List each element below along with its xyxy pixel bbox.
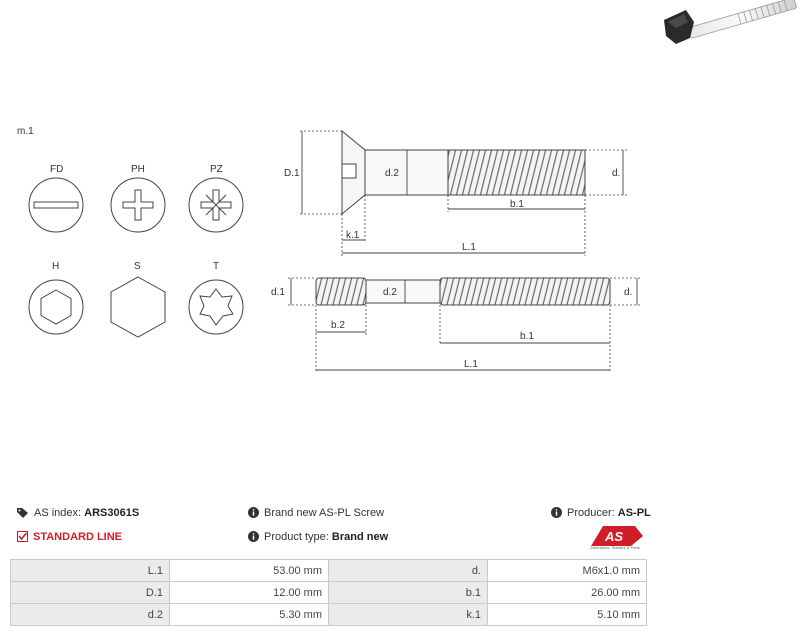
dim-L1-stud: L.1 <box>464 359 478 370</box>
ph-label: PH <box>131 164 145 175</box>
dim-b1: b.1 <box>510 199 524 210</box>
dim-d: d. <box>612 168 620 179</box>
m-label: m.1 <box>17 126 34 137</box>
spec-label: d.2 <box>10 603 170 626</box>
fd-label: FD <box>50 164 63 175</box>
t-label: T <box>213 261 219 272</box>
producer-value: AS-PL <box>617 507 651 519</box>
spec-value: 26.00 mm <box>487 581 647 604</box>
standard-line-label: STANDARD LINE <box>33 531 123 543</box>
countersunk-dimensions <box>300 130 628 256</box>
product-type-value: Brand new <box>331 531 389 543</box>
info-icon <box>248 507 259 518</box>
hex-head-icon <box>110 276 166 338</box>
technical-drawing: m.1 FD PH PZ H S T <box>17 0 797 373</box>
dim-L1: L.1 <box>462 242 476 253</box>
s-label: S <box>134 261 141 272</box>
countersunk-screw-drawing <box>341 129 586 216</box>
table-row: D.1 12.00 mm b.1 26.00 mm <box>10 581 647 604</box>
tag-icon <box>17 508 28 518</box>
producer: Producer: AS-PL <box>551 506 651 520</box>
pz-label: PZ <box>210 164 223 175</box>
dim-b1-stud: b.1 <box>520 331 534 342</box>
spec-label: L.1 <box>10 559 170 582</box>
pz-head-icon <box>188 177 244 233</box>
table-row: d.2 5.30 mm k.1 5.10 mm <box>10 603 647 626</box>
spec-value: 5.10 mm <box>487 603 647 626</box>
spec-label: b.1 <box>328 581 488 604</box>
spec-label: k.1 <box>328 603 488 626</box>
description-text: Brand new AS-PL Screw <box>264 507 385 519</box>
table-row: L.1 53.00 mm d. M6x1.0 mm <box>10 559 647 582</box>
dim-k1: k.1 <box>346 230 360 241</box>
ph-head-icon <box>110 177 166 233</box>
spec-value: 12.00 mm <box>169 581 329 604</box>
spec-label: d. <box>328 559 488 582</box>
dim-b2: b.2 <box>331 320 345 331</box>
as-index: AS index: ARS3061S <box>17 506 139 520</box>
dim-d2-stud: d.2 <box>383 287 397 298</box>
producer-label: Producer: <box>567 507 615 519</box>
stud-screw-drawing <box>315 277 611 306</box>
dim-d1: d.1 <box>271 287 285 298</box>
spec-value: 5.30 mm <box>169 603 329 626</box>
standard-line: STANDARD LINE <box>17 530 122 544</box>
spec-label: D.1 <box>10 581 170 604</box>
info-icon <box>551 507 562 518</box>
spec-value: 53.00 mm <box>169 559 329 582</box>
as-index-value: ARS3061S <box>84 507 140 519</box>
hex-socket-head-icon <box>28 279 84 335</box>
checkbox-icon <box>17 531 28 542</box>
specs-table: L.1 53.00 mm d. M6x1.0 mm D.1 12.00 mm b… <box>10 559 647 626</box>
logo-tagline: Alternators, Starters & Parts <box>590 545 640 550</box>
logo-text: AS <box>604 529 623 544</box>
product-photo <box>664 0 797 44</box>
spec-value: M6x1.0 mm <box>487 559 647 582</box>
product-type-label: Product type: <box>264 531 329 543</box>
torx-head-icon <box>188 279 244 335</box>
dim-D1: D.1 <box>284 168 300 179</box>
dim-d2: d.2 <box>385 168 399 179</box>
as-pl-logo: AS <box>591 526 643 546</box>
product-type: Product type: Brand new <box>248 530 388 544</box>
description: Brand new AS-PL Screw <box>248 506 384 520</box>
info-icon <box>248 531 259 542</box>
h-label: H <box>52 261 59 272</box>
stud-dimensions <box>288 277 640 373</box>
fd-head-icon <box>28 177 84 233</box>
dim-d-stud: d. <box>624 287 632 298</box>
as-index-label: AS index: <box>34 507 82 519</box>
